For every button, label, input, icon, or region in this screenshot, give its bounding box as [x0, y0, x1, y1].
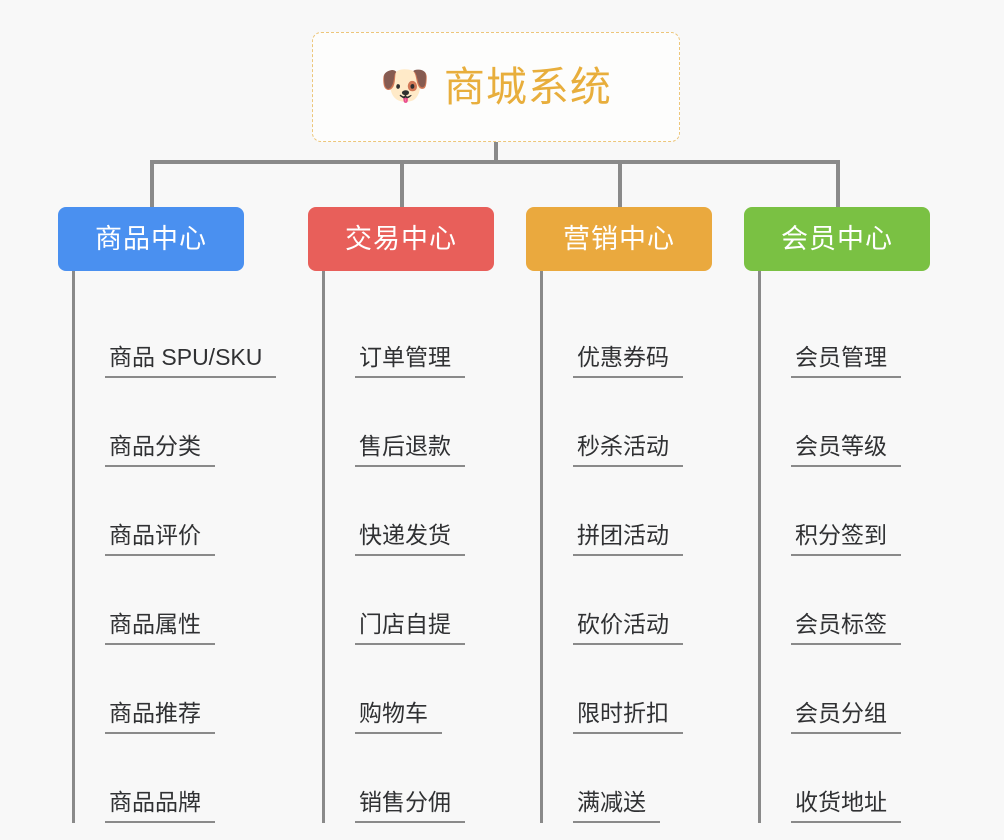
connector-drop-4: [836, 160, 840, 207]
list-item[interactable]: 砍价活动: [543, 556, 712, 645]
branch-items-member-center: 会员管理 会员等级 积分签到 会员标签 会员分组 收货地址: [758, 271, 930, 823]
root-node[interactable]: 🐶 商城系统: [312, 32, 680, 142]
list-item[interactable]: 商品 SPU/SKU: [75, 289, 277, 378]
list-item[interactable]: 收货地址: [761, 734, 930, 823]
list-item[interactable]: 商品评价: [75, 467, 244, 556]
list-item-label: 收货地址: [791, 789, 901, 823]
list-item-label: 销售分佣: [355, 789, 465, 823]
list-item[interactable]: 售后退款: [325, 378, 494, 467]
list-item-label: 会员标签: [791, 611, 901, 645]
list-item[interactable]: 会员管理: [761, 289, 930, 378]
branch-column-product-center: 商品中心 商品 SPU/SKU 商品分类 商品评价 商品属性 商品推荐 商品品牌: [58, 207, 277, 823]
list-item[interactable]: 积分签到: [761, 467, 930, 556]
list-item-label: 会员分组: [791, 700, 901, 734]
branch-header-label: 会员中心: [781, 223, 893, 254]
list-item[interactable]: 商品推荐: [75, 645, 244, 734]
branch-items-trade-center: 订单管理 售后退款 快递发货 门店自提 购物车 销售分佣: [322, 271, 494, 823]
list-item-label: 秒杀活动: [573, 433, 683, 467]
list-item-label: 会员等级: [791, 433, 901, 467]
list-item-label: 门店自提: [355, 611, 465, 645]
list-item[interactable]: 优惠券码: [543, 289, 712, 378]
dog-face-icon: 🐶: [380, 64, 430, 108]
branch-header-label: 商品中心: [95, 223, 207, 254]
list-item-label: 限时折扣: [573, 700, 683, 734]
list-item-label: 售后退款: [355, 433, 465, 467]
branch-column-marketing-center: 营销中心 优惠券码 秒杀活动 拼团活动 砍价活动 限时折扣 满减送: [526, 207, 712, 823]
root-title: 商城系统: [443, 63, 612, 110]
list-item[interactable]: 商品分类: [75, 378, 244, 467]
branch-header-label: 营销中心: [563, 223, 675, 254]
list-item[interactable]: 商品品牌: [75, 734, 244, 823]
branch-header-marketing-center[interactable]: 营销中心: [526, 207, 712, 271]
branch-header-label: 交易中心: [345, 223, 457, 254]
list-item[interactable]: 购物车: [325, 645, 494, 734]
branch-header-product-center[interactable]: 商品中心: [58, 207, 244, 271]
list-item[interactable]: 快递发货: [325, 467, 494, 556]
list-item-label: 商品评价: [105, 522, 215, 556]
list-item[interactable]: 满减送: [543, 734, 712, 823]
list-item[interactable]: 限时折扣: [543, 645, 712, 734]
list-item[interactable]: 订单管理: [325, 289, 494, 378]
list-item[interactable]: 会员等级: [761, 378, 930, 467]
list-item-label: 砍价活动: [573, 611, 683, 645]
list-item[interactable]: 商品属性: [75, 556, 244, 645]
list-item-label: 商品推荐: [105, 700, 215, 734]
list-item[interactable]: 秒杀活动: [543, 378, 712, 467]
list-item[interactable]: 会员分组: [761, 645, 930, 734]
branch-header-member-center[interactable]: 会员中心: [744, 207, 930, 271]
connector-root-stem: [494, 142, 498, 164]
connector-bus: [150, 160, 840, 164]
list-item[interactable]: 销售分佣: [325, 734, 494, 823]
list-item-label: 优惠券码: [573, 344, 683, 378]
list-item[interactable]: 会员标签: [761, 556, 930, 645]
branch-header-trade-center[interactable]: 交易中心: [308, 207, 494, 271]
connector-drop-1: [150, 160, 154, 207]
list-item-label: 商品属性: [105, 611, 215, 645]
branch-column-trade-center: 交易中心 订单管理 售后退款 快递发货 门店自提 购物车 销售分佣: [308, 207, 494, 823]
list-item-label: 满减送: [573, 789, 660, 823]
connector-drop-2: [400, 160, 404, 207]
list-item-label: 商品 SPU/SKU: [105, 344, 277, 378]
list-item[interactable]: 拼团活动: [543, 467, 712, 556]
list-item-label: 订单管理: [355, 344, 465, 378]
connector-drop-3: [618, 160, 622, 207]
branch-column-member-center: 会员中心 会员管理 会员等级 积分签到 会员标签 会员分组 收货地址: [744, 207, 930, 823]
list-item-label: 拼团活动: [573, 522, 683, 556]
list-item-label: 商品分类: [105, 433, 215, 467]
branch-items-marketing-center: 优惠券码 秒杀活动 拼团活动 砍价活动 限时折扣 满减送: [540, 271, 712, 823]
list-item-label: 积分签到: [791, 522, 901, 556]
list-item-label: 快递发货: [355, 522, 465, 556]
list-item-label: 会员管理: [791, 344, 901, 378]
list-item-label: 商品品牌: [105, 789, 215, 823]
list-item-label: 购物车: [355, 700, 442, 734]
list-item[interactable]: 门店自提: [325, 556, 494, 645]
branch-items-product-center: 商品 SPU/SKU 商品分类 商品评价 商品属性 商品推荐 商品品牌: [72, 271, 277, 823]
